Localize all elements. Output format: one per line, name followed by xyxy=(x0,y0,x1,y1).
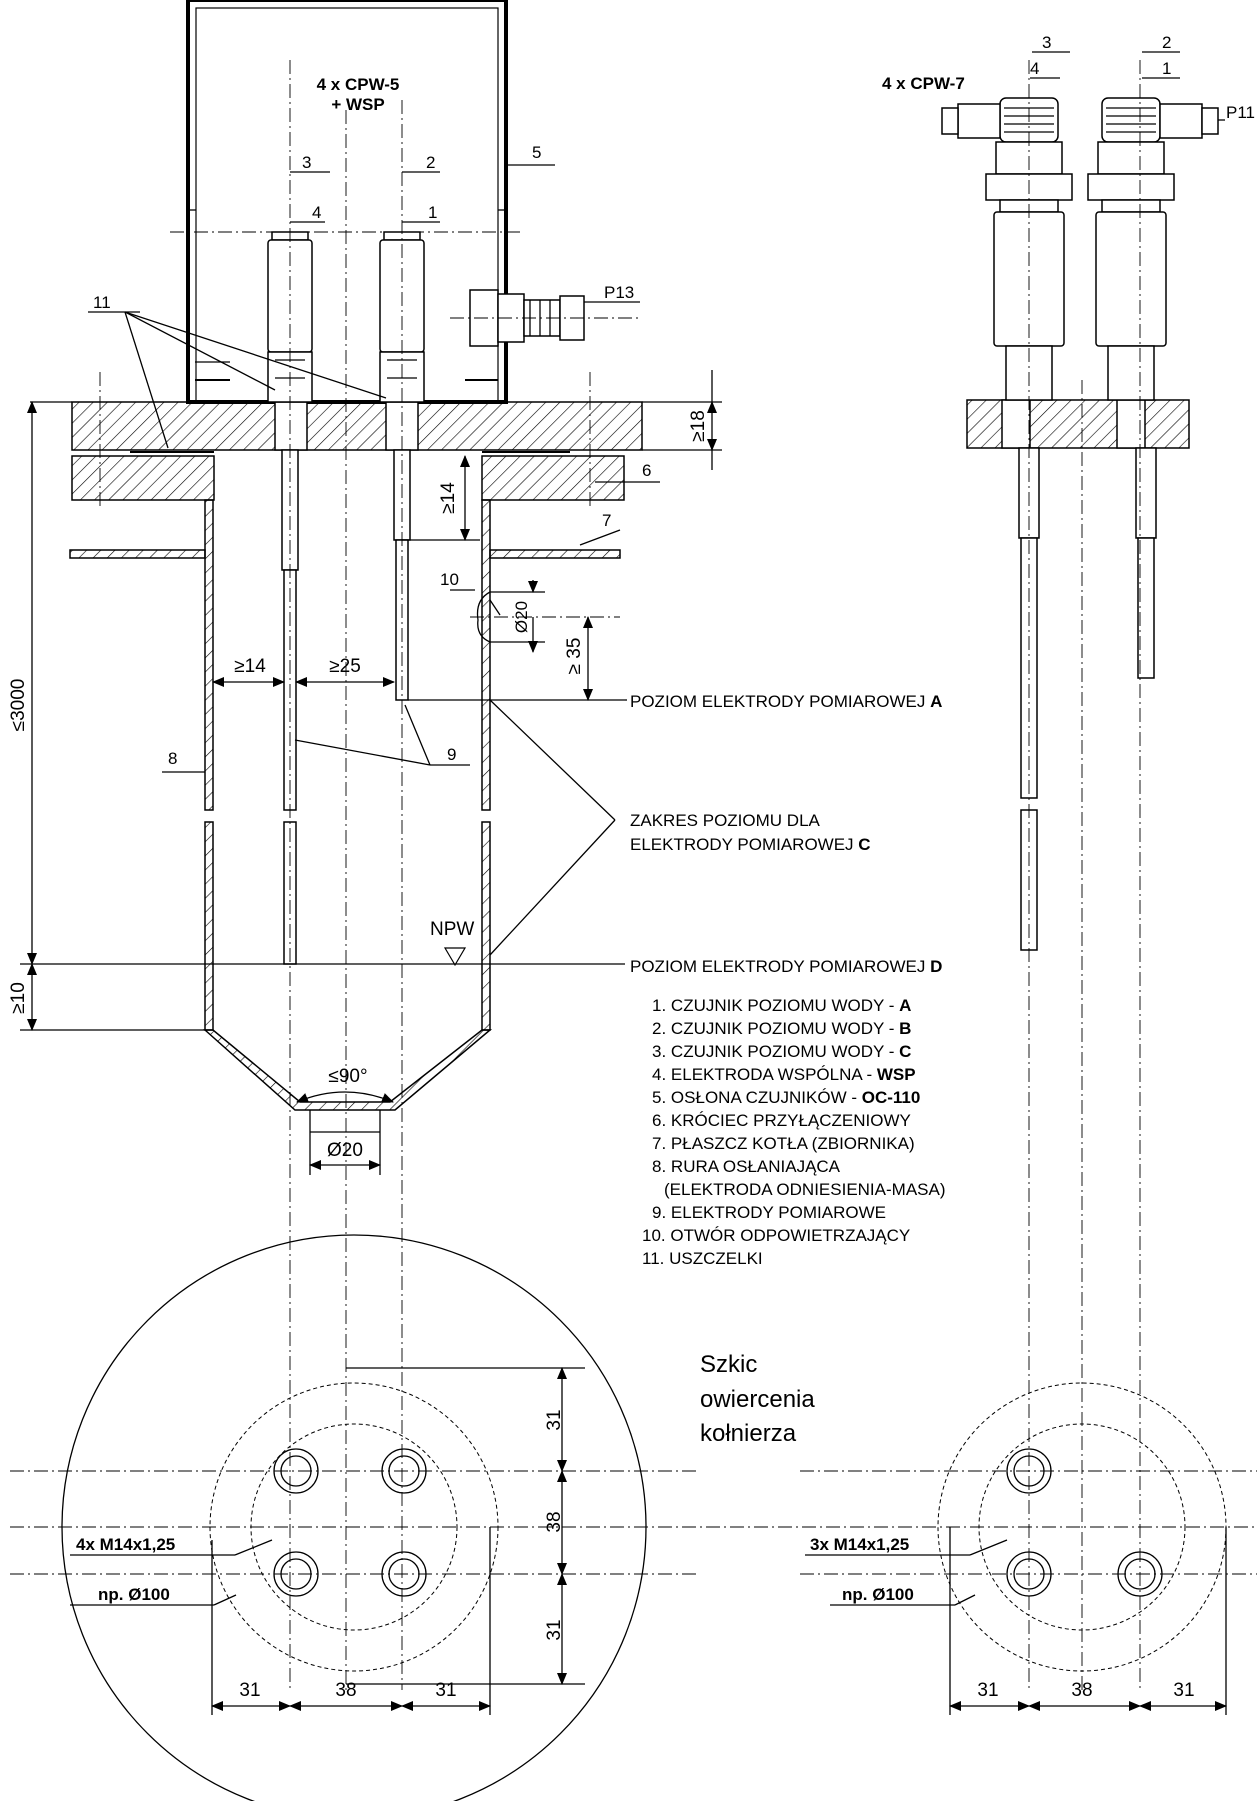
callout-10: 10 xyxy=(440,570,459,589)
sketch-title-line2: owiercenia xyxy=(700,1386,815,1413)
dim-25: ≥25 xyxy=(329,656,361,677)
left-dimensions xyxy=(20,370,722,1175)
level-c-line1: ZAKRES POZIOMU DLA xyxy=(630,811,821,830)
sensor-cpw7-left xyxy=(941,97,1073,951)
flange-right-pcd: np. Ø100 xyxy=(842,1585,914,1604)
dim-35: ≥ 35 xyxy=(564,638,585,675)
dim-right-31-left: 31 xyxy=(977,1680,998,1701)
dim-vent-diameter: Ø20 xyxy=(512,601,531,633)
vent-hole xyxy=(470,591,620,643)
callout-11: 11 xyxy=(93,293,111,312)
sketch-title-line3: kołnierza xyxy=(700,1420,797,1447)
legend-item: 2. CZUJNIK POZIOMU WODY - B xyxy=(652,1019,911,1038)
shield-tube xyxy=(203,499,501,1132)
callout-2: 2 xyxy=(426,153,435,172)
dim-flange-31-top: 31 xyxy=(544,1409,565,1430)
dim-right-31-right: 31 xyxy=(1173,1680,1194,1701)
callout-9: 9 xyxy=(447,745,456,764)
flange-sketch-left xyxy=(10,1234,1257,1801)
dim-flange-38: 38 xyxy=(544,1511,565,1532)
right-assembly xyxy=(941,60,1219,1690)
left-assembly xyxy=(30,0,643,1690)
dim-bottom-31-right: 31 xyxy=(435,1680,456,1701)
legend-item: 4. ELEKTRODA WSPÓLNA - WSP xyxy=(652,1065,916,1084)
sketch-title-line1: Szkic xyxy=(700,1351,757,1378)
dim-14-horizontal: ≥14 xyxy=(234,656,266,677)
dim-10: ≥10 xyxy=(8,982,29,1014)
flange-left-threads: 4x M14x1,25 xyxy=(76,1535,175,1554)
legend-item: 3. CZUJNIK POZIOMU WODY - C xyxy=(652,1042,911,1061)
callout-7: 7 xyxy=(602,511,611,530)
legend-item: 1. CZUJNIK POZIOMU WODY - A xyxy=(652,996,911,1015)
dim-bottom-31-left: 31 xyxy=(239,1680,260,1701)
sensor-cover xyxy=(170,0,520,404)
sensor-cpw7-right xyxy=(1087,97,1219,679)
flange-sketch-right xyxy=(800,1382,1257,1715)
legend-item: 9. ELEKTRODY POMIAROWE xyxy=(652,1203,886,1222)
legend-item: (ELEKTRODA ODNIESIENIA-MASA) xyxy=(664,1180,946,1199)
callout-6: 6 xyxy=(642,461,651,480)
callout-8: 8 xyxy=(168,749,177,768)
legend: 1. CZUJNIK POZIOMU WODY - A 2. CZUJNIK P… xyxy=(642,996,946,1268)
callout-3: 3 xyxy=(302,153,311,172)
nozzle-flange xyxy=(71,451,625,501)
dim-angle: ≤90° xyxy=(328,1066,367,1087)
leader-lines xyxy=(88,51,1225,956)
flange-left-pcd: np. Ø100 xyxy=(98,1585,170,1604)
boiler-jacket xyxy=(69,549,621,559)
legend-item: 8. RURA OSŁANIAJĄCA xyxy=(652,1157,841,1176)
level-a-label: POZIOM ELEKTRODY POMIAROWEJ A xyxy=(630,692,942,711)
legend-item: 10. OTWÓR ODPOWIETRZAJĄCY xyxy=(642,1226,910,1245)
callout-r3: 3 xyxy=(1042,33,1051,52)
dim-bottom-diameter: Ø20 xyxy=(327,1140,363,1161)
flange-right-threads: 3x M14x1,25 xyxy=(810,1535,909,1554)
right-centerlines xyxy=(1028,60,1141,1690)
top-flange xyxy=(30,401,643,451)
callout-1: 1 xyxy=(428,203,437,222)
title-cpw5-line1: 4 x CPW-5 xyxy=(317,75,400,94)
left-centerlines xyxy=(99,60,591,1690)
callout-p13: P13 xyxy=(604,283,634,302)
dim-flange-31-bottom: 31 xyxy=(544,1619,565,1640)
dim-18: ≥18 xyxy=(688,410,709,442)
callout-r4: 4 xyxy=(1030,59,1039,78)
cable-gland-p13 xyxy=(450,289,640,347)
right-flange xyxy=(966,399,1190,449)
text-labels: 4 x CPW-5 + WSP 4 x CPW-7 3 2 4 1 5 P13 … xyxy=(8,33,1255,1701)
legend-item: 11. USZCZELKI xyxy=(642,1249,763,1268)
level-c-line2: ELEKTRODY POMIAROWEJ C xyxy=(630,835,871,854)
callout-r2: 2 xyxy=(1162,33,1171,52)
dim-bottom-38: 38 xyxy=(335,1680,356,1701)
title-cpw5-line2: + WSP xyxy=(331,95,384,114)
dim-right-38: 38 xyxy=(1071,1680,1092,1701)
title-cpw7: 4 x CPW-7 xyxy=(882,74,965,93)
dim-14-vertical: ≥14 xyxy=(438,482,459,514)
legend-item: 6. KRÓCIEC PRZYŁĄCZENIOWY xyxy=(652,1111,911,1130)
legend-item: 7. PŁASZCZ KOTŁA (ZBIORNIKA) xyxy=(652,1134,915,1153)
callout-4: 4 xyxy=(312,203,321,222)
level-d-label: POZIOM ELEKTRODY POMIAROWEJ D xyxy=(630,957,942,976)
dim-3000: ≤3000 xyxy=(8,679,29,732)
label-npw: NPW xyxy=(430,919,474,940)
callout-r1: 1 xyxy=(1162,59,1171,78)
legend-item: 5. OSŁONA CZUJNIKÓW - OC-110 xyxy=(652,1088,920,1107)
callout-5: 5 xyxy=(532,143,541,162)
callout-p11: P11 xyxy=(1226,103,1255,122)
